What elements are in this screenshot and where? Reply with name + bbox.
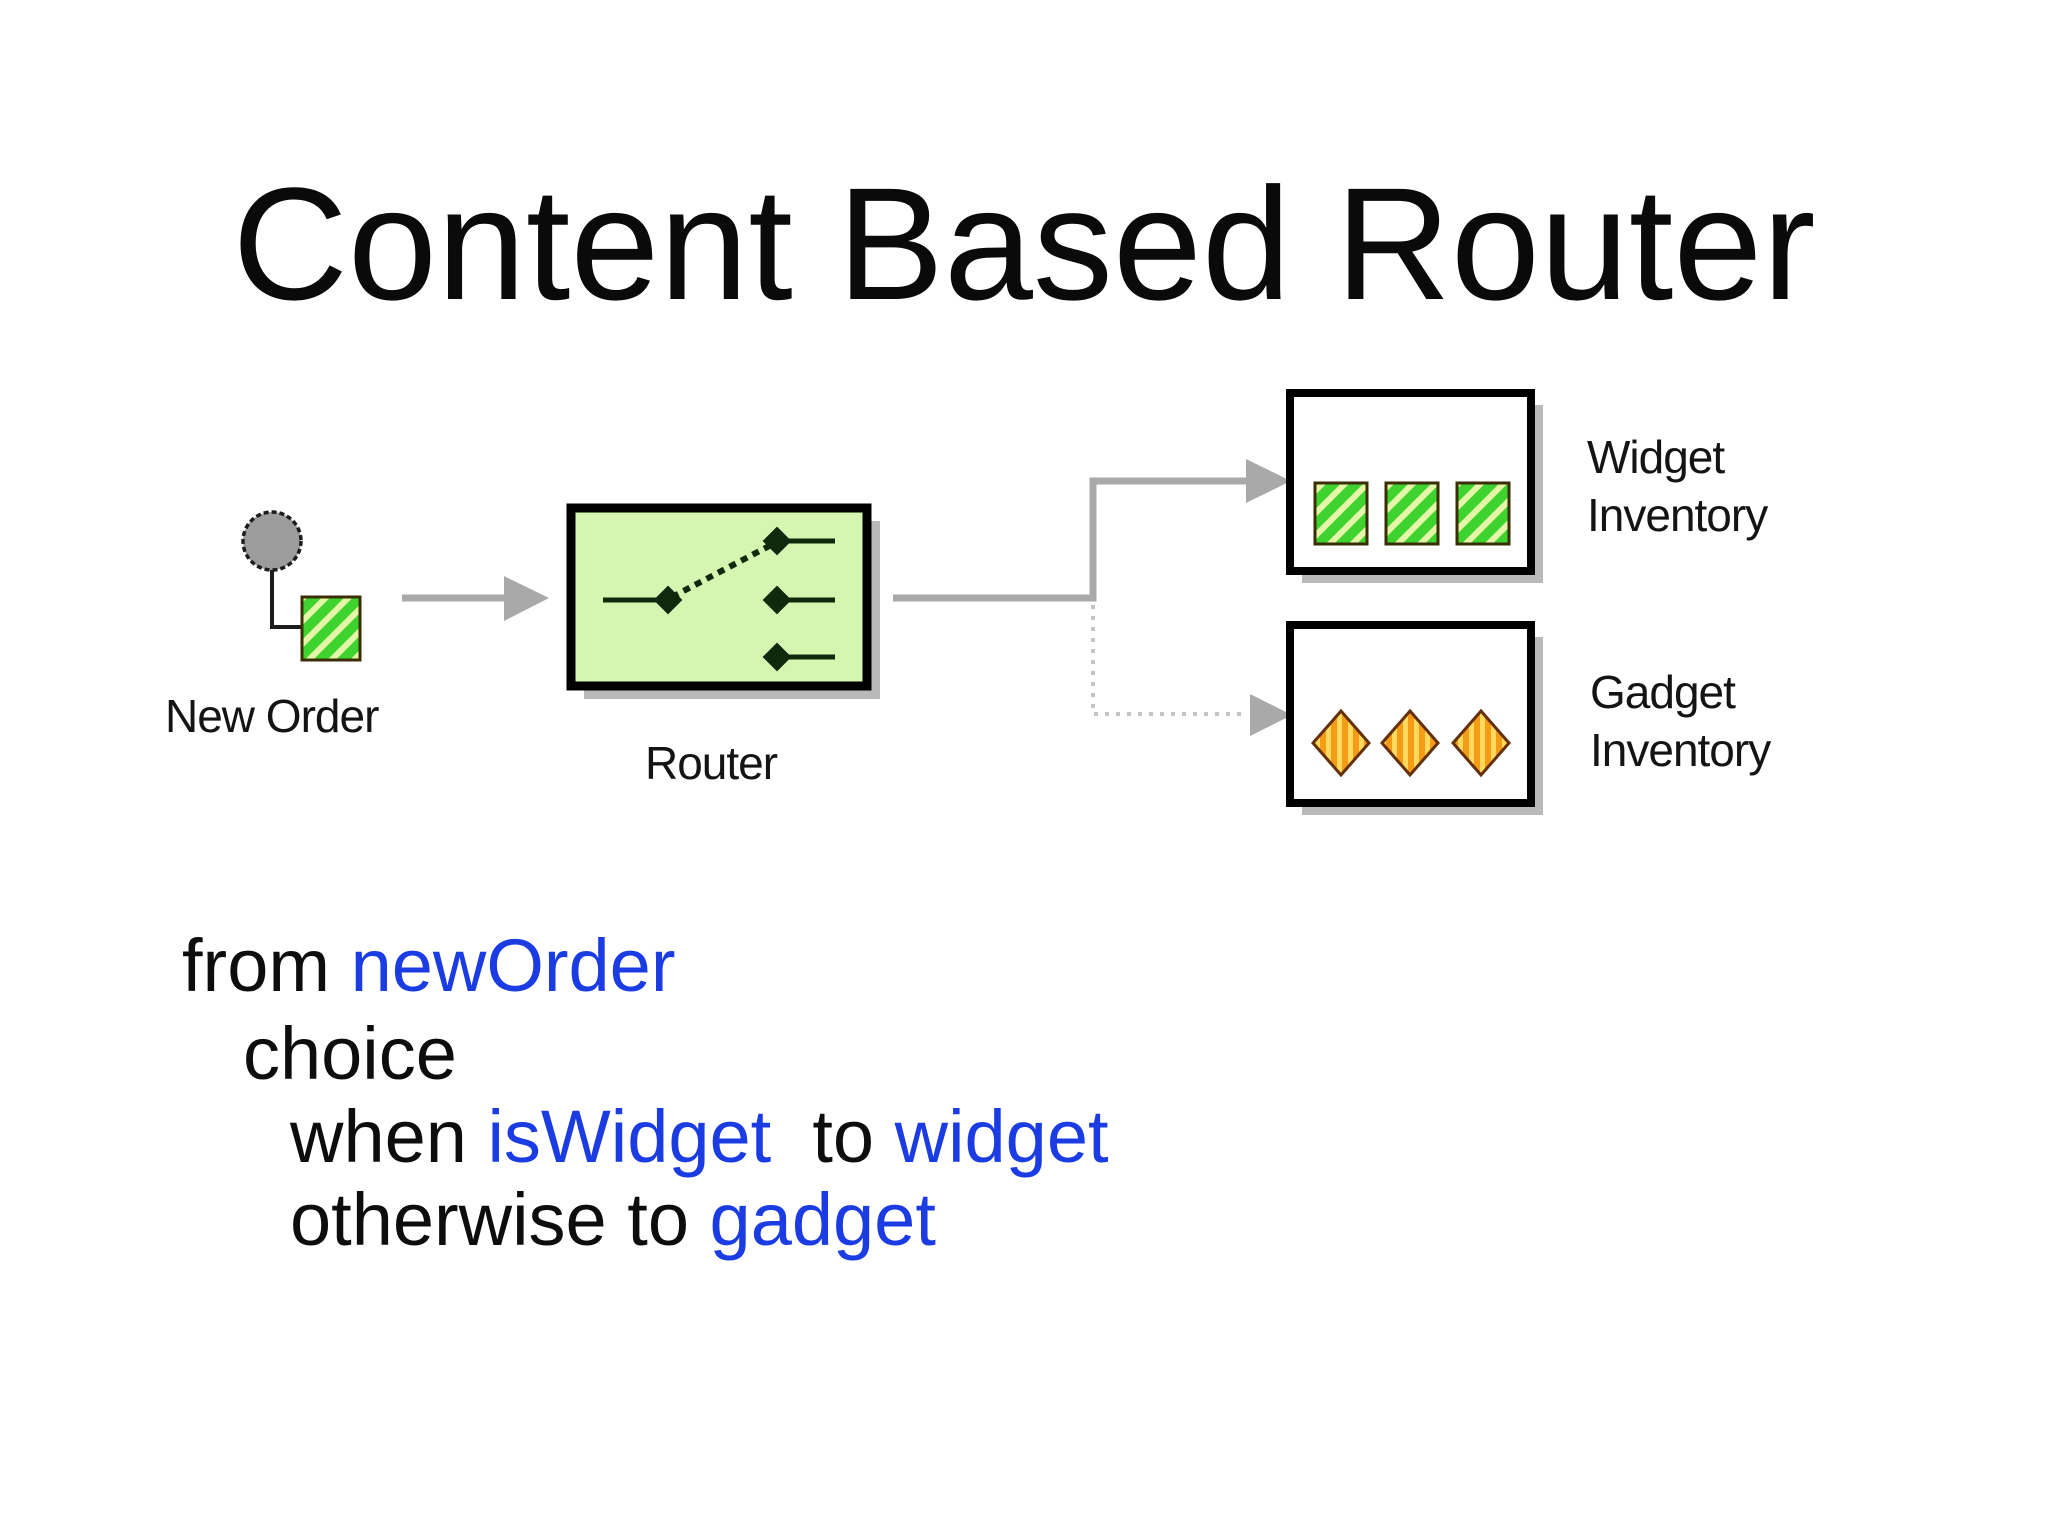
gadget-branch-arrow-icon	[1250, 694, 1292, 736]
widget-inventory-node: Widget Inventory	[1286, 389, 1769, 583]
gadget-inventory-label-line2: Inventory	[1590, 724, 1771, 776]
widget-inventory-label-line2: Inventory	[1587, 489, 1768, 541]
when-target-value: widget	[894, 1095, 1109, 1178]
choice-keyword: choice	[243, 1012, 457, 1095]
from-endpoint-value: newOrder	[350, 924, 676, 1007]
code-line-from: from newOrder	[182, 929, 675, 1003]
when-predicate-value: isWidget	[487, 1095, 772, 1178]
gadget-item-icon	[1311, 708, 1371, 778]
endpoint-connector-line	[270, 570, 302, 629]
switch-icon	[603, 526, 835, 672]
new-order-label: New Order	[165, 690, 379, 742]
widget-branch-arrow-icon	[1246, 459, 1291, 503]
widget-item-icon	[1455, 481, 1511, 546]
otherwise-target-value: gadget	[709, 1178, 936, 1261]
otherwise-keyword: otherwise to	[290, 1178, 710, 1261]
input-arrow-head	[504, 576, 549, 621]
widget-inventory-label-line1: Widget	[1587, 431, 1725, 483]
code-line-choice: choice	[243, 1017, 457, 1091]
input-arrow-icon	[402, 576, 549, 621]
endpoint-circle-icon	[241, 510, 303, 572]
when-to-keyword: to	[771, 1095, 895, 1178]
from-keyword: from	[182, 924, 351, 1007]
widget-item-icon	[1313, 481, 1369, 546]
widget-branch-line	[893, 477, 1246, 602]
code-line-when: when isWidget to widget	[290, 1100, 1109, 1174]
gadget-item-icon	[1451, 708, 1511, 778]
when-keyword: when	[290, 1095, 488, 1178]
gadget-item-icon	[1380, 708, 1440, 778]
router-label: Router	[645, 737, 778, 789]
gadget-branch-line	[1091, 605, 1248, 716]
code-line-otherwise: otherwise to gadget	[290, 1183, 936, 1257]
slide-title: Content Based Router	[232, 154, 1816, 333]
widget-item-icon	[1384, 481, 1440, 546]
gadget-inventory-node: Gadget Inventory	[1286, 621, 1772, 815]
gadget-inventory-label-line1: Gadget	[1590, 666, 1736, 718]
router-node: Router	[566, 503, 880, 789]
new-order-endpoint: New Order	[165, 510, 380, 742]
branch-connectors	[893, 459, 1292, 736]
new-order-message-icon	[300, 595, 362, 662]
